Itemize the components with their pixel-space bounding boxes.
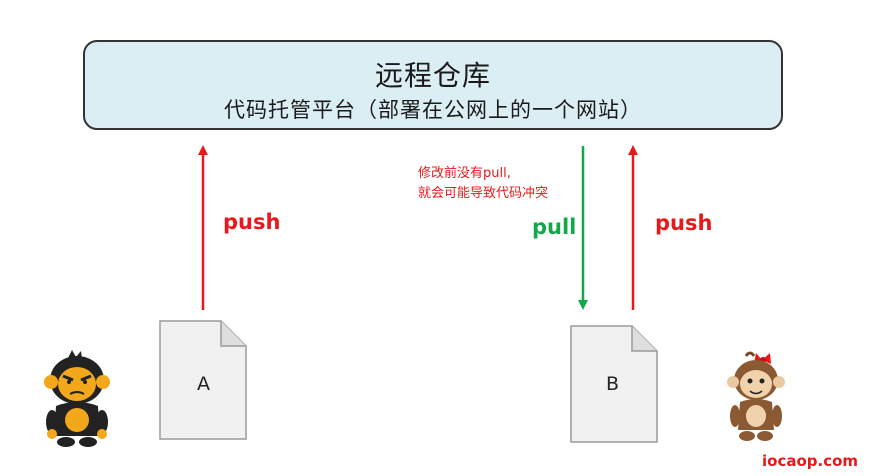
conflict-note-line2: 就会可能导致代码冲突 (418, 186, 549, 201)
watermark: iocaop.com (762, 452, 859, 470)
document-b-label: B (606, 373, 620, 395)
conflict-note-line1: 修改前没有pull, (418, 166, 511, 181)
right-push-label: push (655, 211, 713, 235)
remote-repository-box: 远程仓库 代码托管平台（部署在公网上的一个网站） (83, 40, 783, 130)
repo-subtitle: 代码托管平台（部署在公网上的一个网站） (224, 98, 642, 122)
left-push-label: push (223, 210, 281, 234)
document-a-icon (159, 320, 247, 440)
gorilla-mascot-icon (44, 350, 110, 447)
document-b-icon (570, 325, 658, 443)
monkey-girl-mascot-icon (727, 351, 785, 441)
pull-label: pull (532, 215, 577, 239)
repo-title: 远程仓库 (374, 59, 491, 92)
document-a-label: A (197, 373, 210, 395)
conflict-note: 修改前没有pull, 就会可能导致代码冲突 (418, 164, 548, 204)
